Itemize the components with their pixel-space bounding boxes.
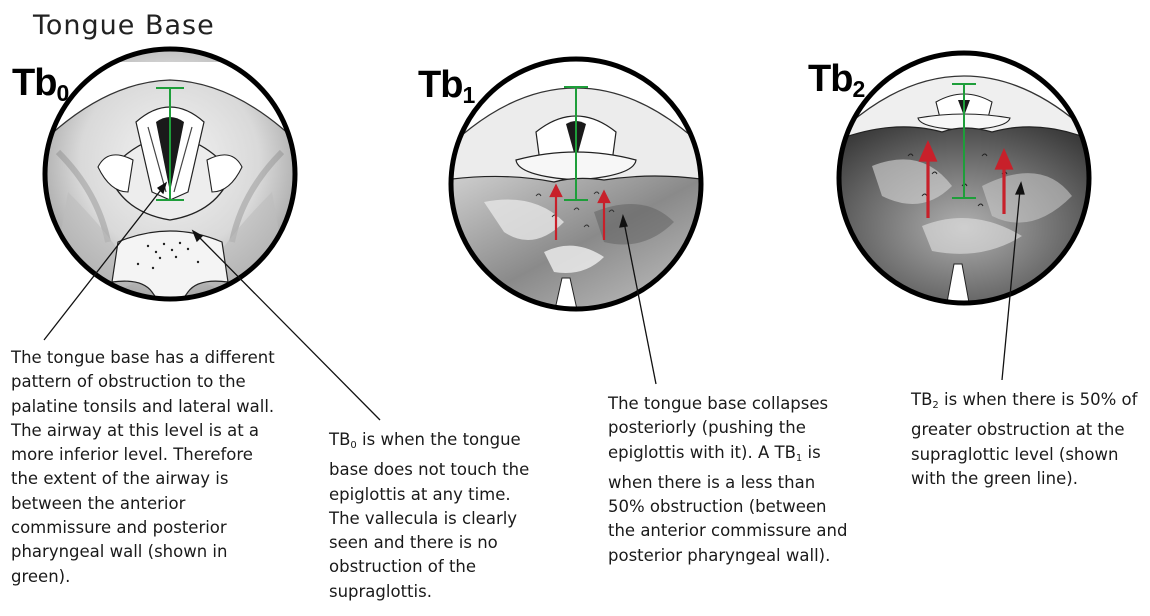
caption-line: The vallecula is clearly — [329, 507, 529, 531]
caption-line: the extent of the airway is — [11, 467, 275, 491]
caption-line: supraglottis. — [329, 580, 529, 604]
caption-line: when there is a less than — [608, 471, 847, 495]
caption-text: is when there is 50% of — [939, 390, 1138, 409]
caption-text: epiglottis with it). A TB — [608, 443, 796, 462]
caption-line: pharyngeal wall (shown in — [11, 540, 275, 564]
pointer-line-tb1-tongue — [624, 222, 656, 384]
caption-line: epiglottis at any time. — [329, 483, 529, 507]
caption-term: TB — [911, 390, 932, 409]
caption-line: palatine tonsils and lateral wall. — [11, 395, 275, 419]
pointer-line-tb2-tongue — [1002, 190, 1020, 380]
caption-line: TB0 is when the tongue — [329, 428, 529, 458]
caption-line: base does not touch the — [329, 458, 529, 482]
caption-line: posterior pharyngeal wall). — [608, 544, 847, 568]
caption-line: posteriorly (pushing the — [608, 416, 847, 440]
caption-tongue-base-pattern: The tongue base has a different pattern … — [11, 346, 275, 589]
caption-text: is when the tongue — [357, 430, 521, 449]
caption-tb2-definition: TB2 is when there is 50% of greater obst… — [911, 388, 1137, 491]
caption-line: green). — [11, 565, 275, 589]
pointer-line-airway — [44, 186, 164, 340]
caption-line: supraglottic level (shown — [911, 443, 1137, 467]
caption-line: TB2 is when there is 50% of — [911, 388, 1137, 418]
caption-line: 50% obstruction (between — [608, 495, 847, 519]
caption-line: with the green line). — [911, 467, 1137, 491]
caption-line: obstruction of the — [329, 555, 529, 579]
caption-tb0-definition: TB0 is when the tongue base does not tou… — [329, 428, 529, 604]
caption-line: more inferior level. Therefore — [11, 443, 275, 467]
caption-text: is — [802, 443, 820, 462]
caption-line: The tongue base collapses — [608, 392, 847, 416]
caption-line: the anterior commissure and — [608, 519, 847, 543]
caption-line: pattern of obstruction to the — [11, 370, 275, 394]
caption-line: The tongue base has a different — [11, 346, 275, 370]
caption-line: greater obstruction at the — [911, 418, 1137, 442]
caption-line: commissure and posterior — [11, 516, 275, 540]
caption-line: between the anterior — [11, 492, 275, 516]
caption-tb1-definition: The tongue base collapses posteriorly (p… — [608, 392, 847, 568]
caption-line: epiglottis with it). A TB1 is — [608, 441, 847, 471]
caption-line: seen and there is no — [329, 531, 529, 555]
caption-term: TB — [329, 430, 350, 449]
caption-line: The airway at this level is at a — [11, 419, 275, 443]
